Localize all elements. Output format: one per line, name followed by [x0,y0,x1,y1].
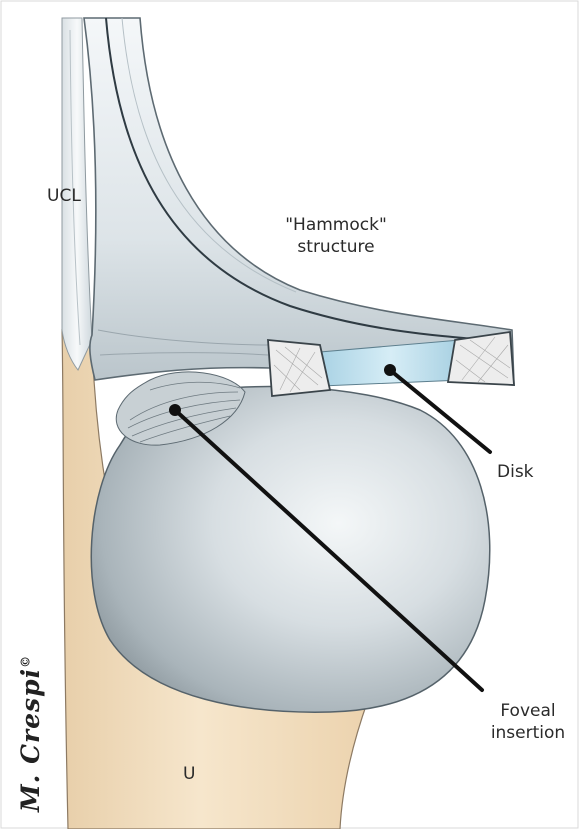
hammock-ligament [84,18,514,385]
label-hammock-structure: "Hammock" structure [276,214,396,258]
label-hammock-line1: "Hammock" [276,214,396,236]
label-hammock-line2: structure [276,236,396,258]
signature-text: M. Crespi [16,668,45,812]
artist-signature: M. Crespi© [16,655,45,812]
cut-section-right [448,332,514,385]
label-ulna: U [183,763,195,785]
label-disk: Disk [497,461,534,483]
label-foveal-line1: Foveal [488,700,568,722]
label-foveal-line2: insertion [488,722,568,744]
pointer-disk-dot [384,364,396,376]
copyright-mark: © [19,655,33,668]
label-ucl: UCL [47,185,81,207]
label-foveal-insertion: Foveal insertion [488,700,568,744]
pointer-foveal-dot [169,404,181,416]
